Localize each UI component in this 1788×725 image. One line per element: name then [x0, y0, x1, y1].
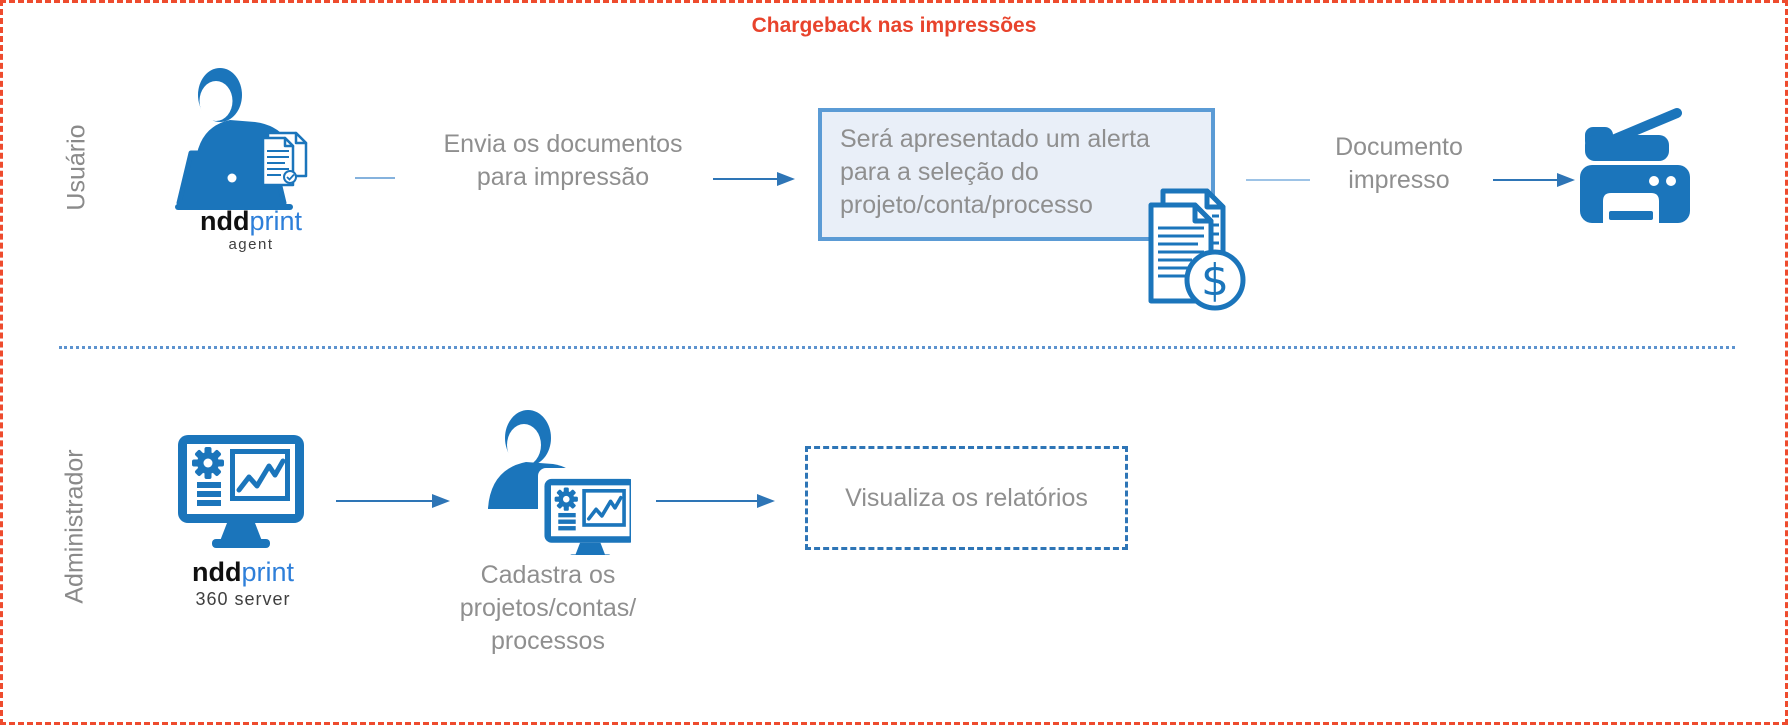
flow-arrow	[336, 494, 450, 508]
lane-divider	[59, 346, 1735, 349]
text-line: para impressão	[476, 163, 650, 191]
printed-step-label: Documento impresso	[1323, 131, 1475, 197]
text-line: Documento	[1335, 133, 1463, 161]
flow-arrow	[713, 172, 795, 186]
brand-nddprint-server: nddprint 360 server	[170, 557, 316, 609]
brand-nddprint-agent: nddprint agent	[178, 206, 324, 253]
person-with-monitor-icon	[488, 410, 631, 555]
page-title: Chargeback nas impressões	[751, 14, 1037, 37]
text-line: Visualiza os relatórios	[845, 483, 1088, 512]
brand-ndd: ndd	[191, 557, 242, 587]
flow-arrow	[656, 494, 775, 508]
text-line: impresso	[1348, 166, 1450, 194]
text-line: Será apresentado um alerta	[840, 125, 1150, 153]
text-line: para a seleção do	[840, 158, 1039, 186]
server-monitor-icon	[176, 433, 306, 551]
dollar-icon: $	[1201, 255, 1229, 306]
lane-label-user: Usuário	[62, 124, 91, 211]
send-step-label: Envia os documentos para impressão	[398, 128, 728, 194]
brand-subtitle: agent	[228, 236, 274, 253]
printer-icon	[1580, 108, 1690, 223]
text-line: projeto/conta/processo	[840, 191, 1093, 219]
brand-print: print	[241, 557, 294, 587]
person-at-laptop-icon	[175, 68, 308, 210]
connector-line	[355, 177, 395, 179]
alert-box: Será apresentado um alerta para a seleçã…	[818, 108, 1215, 241]
reports-box: Visualiza os relatórios	[805, 446, 1128, 550]
brand-ndd: ndd	[199, 206, 250, 236]
brand-print: print	[249, 206, 302, 236]
text-line: Envia os documentos	[443, 130, 683, 158]
text-line: Cadastra os	[480, 561, 616, 589]
text-line: processos	[491, 627, 605, 655]
brand-subtitle: 360 server	[195, 589, 291, 609]
flow-arrow	[1493, 173, 1575, 187]
documents-with-dollar-icon: $	[1148, 188, 1246, 311]
lane-label-admin: Administrador	[60, 449, 89, 604]
register-step-label: Cadastra os projetos/contas/ processos	[428, 559, 668, 658]
connector-line	[1246, 179, 1310, 181]
text-line: projetos/contas/	[459, 594, 637, 622]
